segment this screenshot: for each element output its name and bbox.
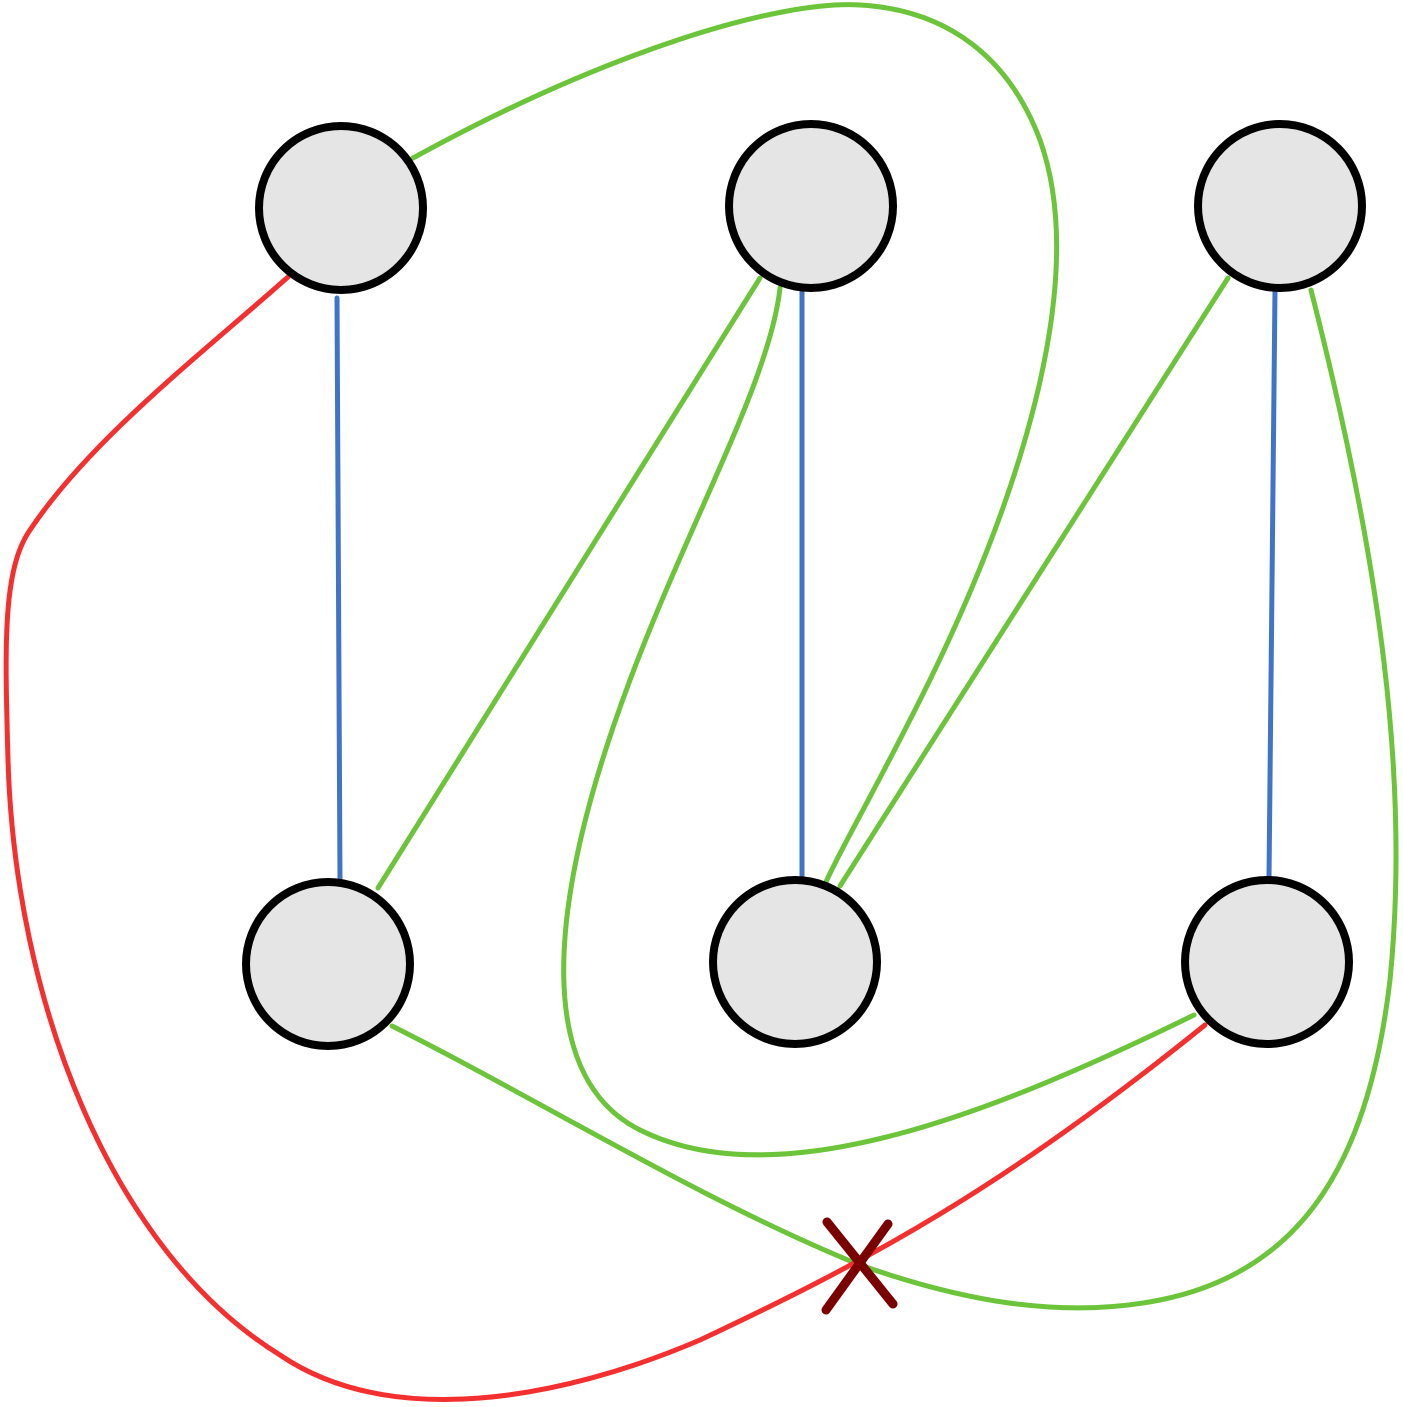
node-top-left xyxy=(255,122,427,294)
node-bottom-right xyxy=(1181,876,1353,1048)
node-top-middle xyxy=(725,120,897,292)
graph-nodes xyxy=(242,120,1366,1050)
node-bottom-left xyxy=(242,878,414,1050)
edge-top-left-bottom-right xyxy=(3,274,1208,1402)
crossing-x-stroke-2 xyxy=(821,1219,893,1315)
edge-top-right-bottom-left xyxy=(389,287,1399,1311)
crossing-x-mark-icon xyxy=(821,1217,898,1315)
edge-top-middle-bottom-left xyxy=(375,275,763,891)
node-top-right xyxy=(1194,120,1366,292)
edge-top-left-bottom-left xyxy=(334,295,343,883)
edge-top-left-bottom-middle xyxy=(410,2,1060,885)
edge-top-middle-bottom-right xyxy=(561,285,1197,1158)
edge-top-right-bottom-middle xyxy=(837,275,1231,889)
edge-top-right-bottom-right xyxy=(1266,287,1278,881)
node-bottom-middle xyxy=(709,876,881,1048)
